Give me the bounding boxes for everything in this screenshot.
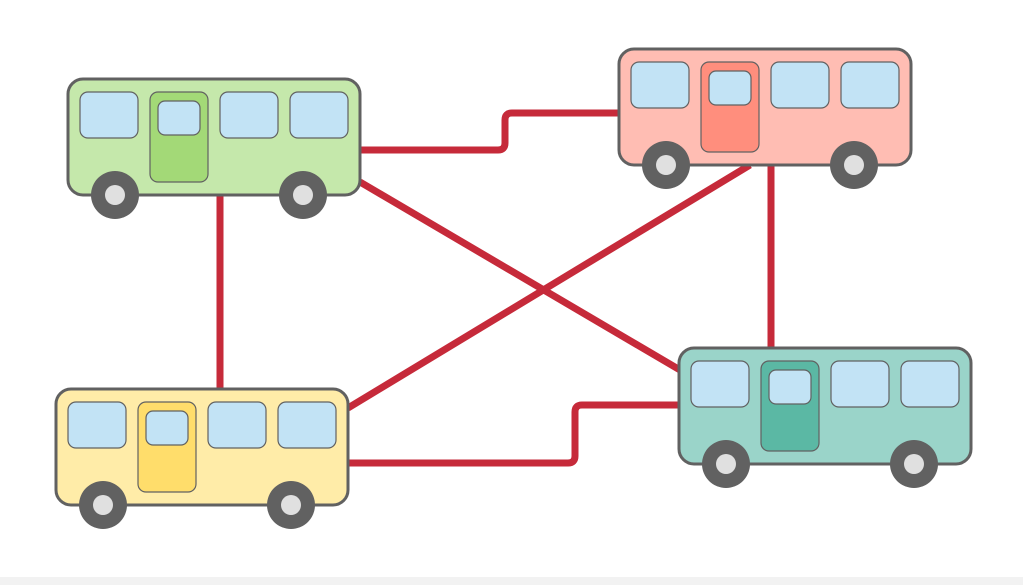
bus-window (219, 91, 279, 139)
bus-window (207, 401, 267, 449)
bus-wheel-hub (904, 454, 924, 474)
connections (216, 109, 775, 467)
bus-body (617, 47, 913, 167)
bus-body (54, 387, 350, 507)
connection-green-teal (358, 178, 682, 374)
bus-window (630, 61, 690, 109)
bus-window (690, 360, 750, 408)
bus-window (289, 91, 349, 139)
bus-window (830, 360, 890, 408)
bus-window (67, 401, 127, 449)
bus-red-icon (617, 47, 913, 189)
connection-green-red (360, 109, 620, 154)
bus-body (66, 77, 362, 197)
bus-teal-icon (677, 346, 973, 488)
bus-wheel-hub (93, 495, 113, 515)
bus-wheel-hub (281, 495, 301, 515)
connection-red-yellow (346, 162, 752, 411)
bus-door-window (145, 410, 189, 446)
bus-body (677, 346, 973, 466)
bus-window (79, 91, 139, 139)
bus-window (277, 401, 337, 449)
bus-wheel-hub (656, 155, 676, 175)
connection-yellow-teal (348, 401, 680, 467)
bus-wheel-hub (716, 454, 736, 474)
bus-green-icon (66, 77, 362, 219)
bottom-strip (0, 577, 1023, 585)
bus-window (770, 61, 830, 109)
bus-wheel-hub (844, 155, 864, 175)
bus-wheel-hub (105, 185, 125, 205)
bus-yellow-icon (54, 387, 350, 529)
bus-door-window (708, 70, 752, 106)
bus-window (840, 61, 900, 109)
bus-wheel-hub (293, 185, 313, 205)
bus-window (900, 360, 960, 408)
bus-door-window (157, 100, 201, 136)
bus-door-window (768, 369, 812, 405)
